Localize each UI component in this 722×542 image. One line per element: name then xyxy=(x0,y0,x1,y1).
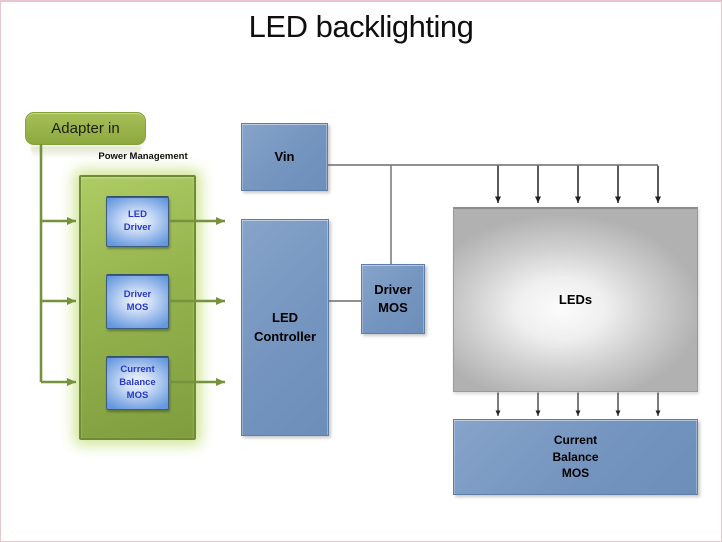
node-pm-current-balance-mos: Current Balance MOS xyxy=(106,357,169,410)
power-management-label: Power Management xyxy=(98,151,188,162)
node-pm-driver-mos: Driver MOS xyxy=(106,275,169,329)
page-title: LED backlighting xyxy=(248,9,474,44)
node-driver-mos: Driver MOS xyxy=(361,264,425,334)
node-leds: LEDs xyxy=(453,207,698,392)
node-current-balance-mos: Current Balance MOS xyxy=(453,419,698,495)
node-pm-led-driver: LED Driver xyxy=(106,197,169,247)
node-vin: Vin xyxy=(241,123,328,191)
adapter-reflection xyxy=(31,146,141,159)
led-return-arrows xyxy=(495,392,661,416)
node-adapter-in: Adapter in xyxy=(25,112,146,145)
node-adapter-in-label: Adapter in xyxy=(51,120,120,137)
node-led-controller: LED Controller xyxy=(241,219,329,436)
led-feed-arrows xyxy=(495,165,661,203)
